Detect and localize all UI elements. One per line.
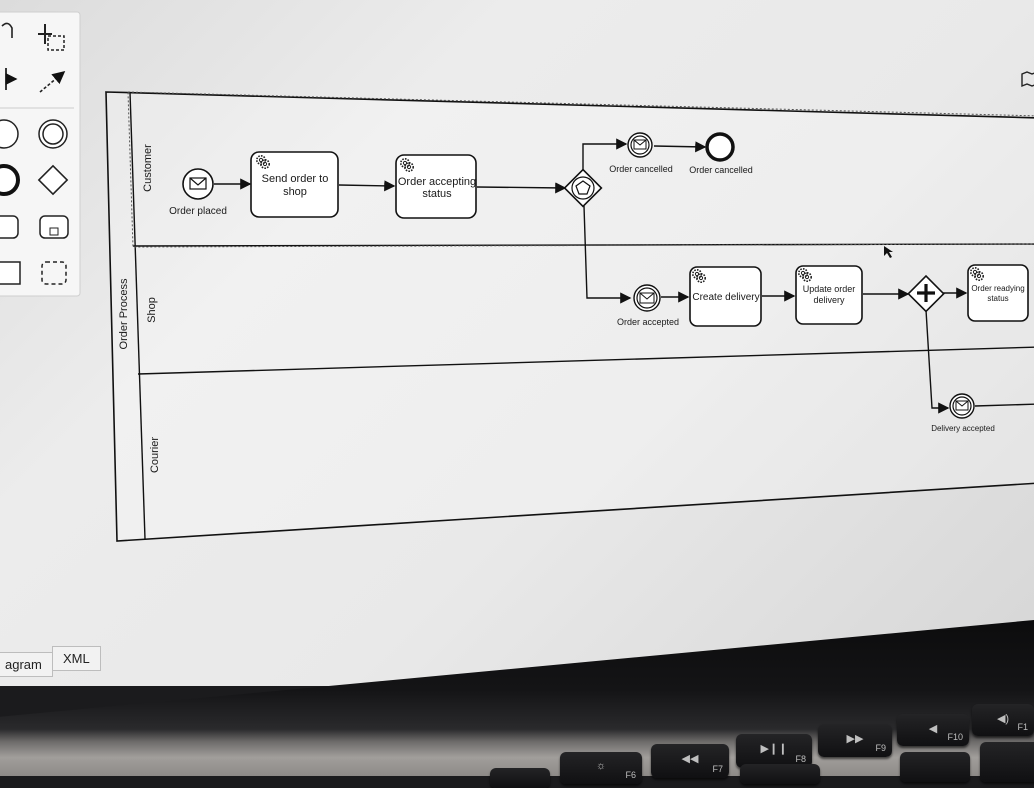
intermediate-event-tool-icon[interactable] <box>38 119 68 149</box>
intermediate-event-delivery-accepted[interactable] <box>949 393 975 419</box>
key-f9: ▶▶F9 <box>818 724 892 757</box>
event-label: Delivery accepted <box>931 424 995 433</box>
hand-tool-icon[interactable] <box>1 22 13 38</box>
task-label: Create delivery <box>692 292 759 303</box>
tool-palette <box>0 11 81 297</box>
lane-label-courier: Courier <box>149 437 161 473</box>
play-pause-icon: ▶❙❙ <box>760 743 788 755</box>
key-row <box>980 742 1034 782</box>
tab-xml[interactable]: XML <box>52 646 101 671</box>
selection-outline <box>127 91 1034 248</box>
key-f11: ◀)F1 <box>972 704 1034 736</box>
event-label: Order cancelled <box>609 164 673 174</box>
pool-label: Order Process <box>118 278 130 349</box>
brightness-icon: ☼ <box>595 760 607 772</box>
screen: Order Process Customer Shop Courier Orde… <box>0 0 1034 686</box>
event-label: Order accepted <box>617 317 679 327</box>
lane-label-customer: Customer <box>142 144 154 192</box>
task-update-order-delivery[interactable] <box>795 265 863 325</box>
task-label-line1: Send order to <box>262 173 329 185</box>
task-label-line2: shop <box>283 186 307 198</box>
task-order-accepting-status[interactable] <box>395 154 477 219</box>
key-f10: ◀F10 <box>897 714 969 746</box>
task-order-readying-status[interactable] <box>967 264 1029 322</box>
task-label-line2: delivery <box>813 295 845 305</box>
pentagon-icon <box>575 180 591 195</box>
group-tool-icon[interactable] <box>41 261 67 285</box>
event-based-gateway[interactable] <box>563 168 603 208</box>
parallel-gateway[interactable] <box>907 274 945 313</box>
end-event-order-cancelled[interactable] <box>705 132 735 162</box>
task-send-order[interactable] <box>250 151 339 218</box>
start-event-order-placed[interactable] <box>182 168 214 200</box>
sequence-flows[interactable] <box>214 138 1034 414</box>
task-label-line1: Order readying <box>971 284 1024 293</box>
space-tool-icon[interactable] <box>5 68 18 90</box>
end-event-tool-icon[interactable] <box>0 164 20 196</box>
subprocess-tool-icon[interactable] <box>39 215 69 239</box>
map-icon[interactable] <box>1021 71 1034 88</box>
global-connect-tool-icon[interactable] <box>39 70 66 93</box>
key-f8: ▶❙❙F8 <box>736 734 812 768</box>
rewind-icon: ◀◀ <box>681 753 699 765</box>
task-label-line2: status <box>422 188 452 200</box>
key-f7: ◀◀F7 <box>651 744 729 778</box>
task-label-line1: Order accepting <box>398 176 476 188</box>
cursor-icon <box>884 246 893 258</box>
task-label-line2: status <box>987 294 1008 303</box>
mute-icon: ◀ <box>928 723 938 735</box>
key-row <box>900 752 970 782</box>
tab-diagram[interactable]: agram <box>0 652 53 677</box>
lasso-tool-icon[interactable] <box>38 24 65 51</box>
event-label: Order placed <box>169 206 227 217</box>
start-event-tool-icon[interactable] <box>0 119 19 149</box>
fast-forward-icon: ▶▶ <box>846 733 864 745</box>
participant-tool-icon[interactable] <box>0 261 21 285</box>
bpmn-canvas[interactable]: Order Process Customer Shop Courier Orde… <box>0 0 1034 686</box>
lane-label-shop: Shop <box>146 297 158 323</box>
event-label: Order cancelled <box>689 165 753 175</box>
key-row <box>490 768 550 788</box>
volume-down-icon: ◀) <box>996 713 1010 725</box>
key-row <box>740 764 820 784</box>
pool-order-process[interactable] <box>105 91 1034 542</box>
intermediate-event-order-accepted[interactable] <box>633 284 661 312</box>
task-label-line1: Update order <box>803 284 856 294</box>
envelope-icon <box>639 292 655 304</box>
envelope-icon <box>189 177 207 190</box>
gateway-tool-icon[interactable] <box>37 164 69 196</box>
key-f6: ☼F6 <box>560 752 642 784</box>
intermediate-event-order-cancelled[interactable] <box>627 132 653 158</box>
task-tool-icon[interactable] <box>0 215 19 239</box>
task-create-delivery[interactable] <box>689 266 762 327</box>
